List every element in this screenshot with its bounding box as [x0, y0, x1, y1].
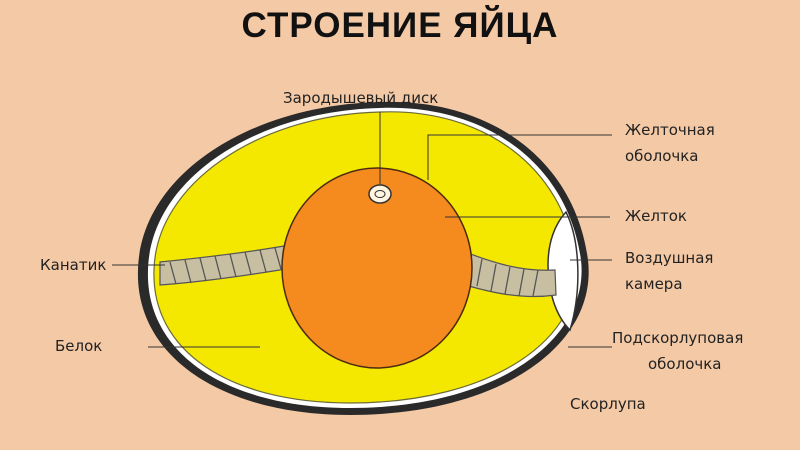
label-shell-membrane-line1: Подскорлуповая — [612, 329, 744, 347]
page-title: СТРОЕНИЕ ЯЙЦА — [241, 6, 559, 45]
label-albumen: Белок — [55, 337, 103, 355]
air-chamber — [547, 210, 579, 332]
label-yolk-membrane-line2: оболочка — [625, 147, 699, 165]
yolk — [281, 167, 473, 369]
chalaza-left-twist — [169, 247, 282, 285]
label-air-chamber-line1: Воздушная — [625, 249, 714, 267]
label-air-chamber-line2: камера — [625, 275, 683, 293]
label-yolk-membrane-line1: Желточная — [625, 121, 715, 139]
label-chalaza: Канатик — [40, 256, 107, 274]
label-shell: Скорлупа — [570, 395, 646, 413]
label-germinal-disc: Зародышевый диск — [283, 89, 439, 107]
chalaza-right — [454, 247, 557, 298]
germinal-disc — [368, 184, 392, 204]
label-yolk: Желток — [625, 207, 687, 225]
label-shell-membrane-line2: оболочка — [648, 355, 722, 373]
leader-lines — [112, 112, 612, 348]
